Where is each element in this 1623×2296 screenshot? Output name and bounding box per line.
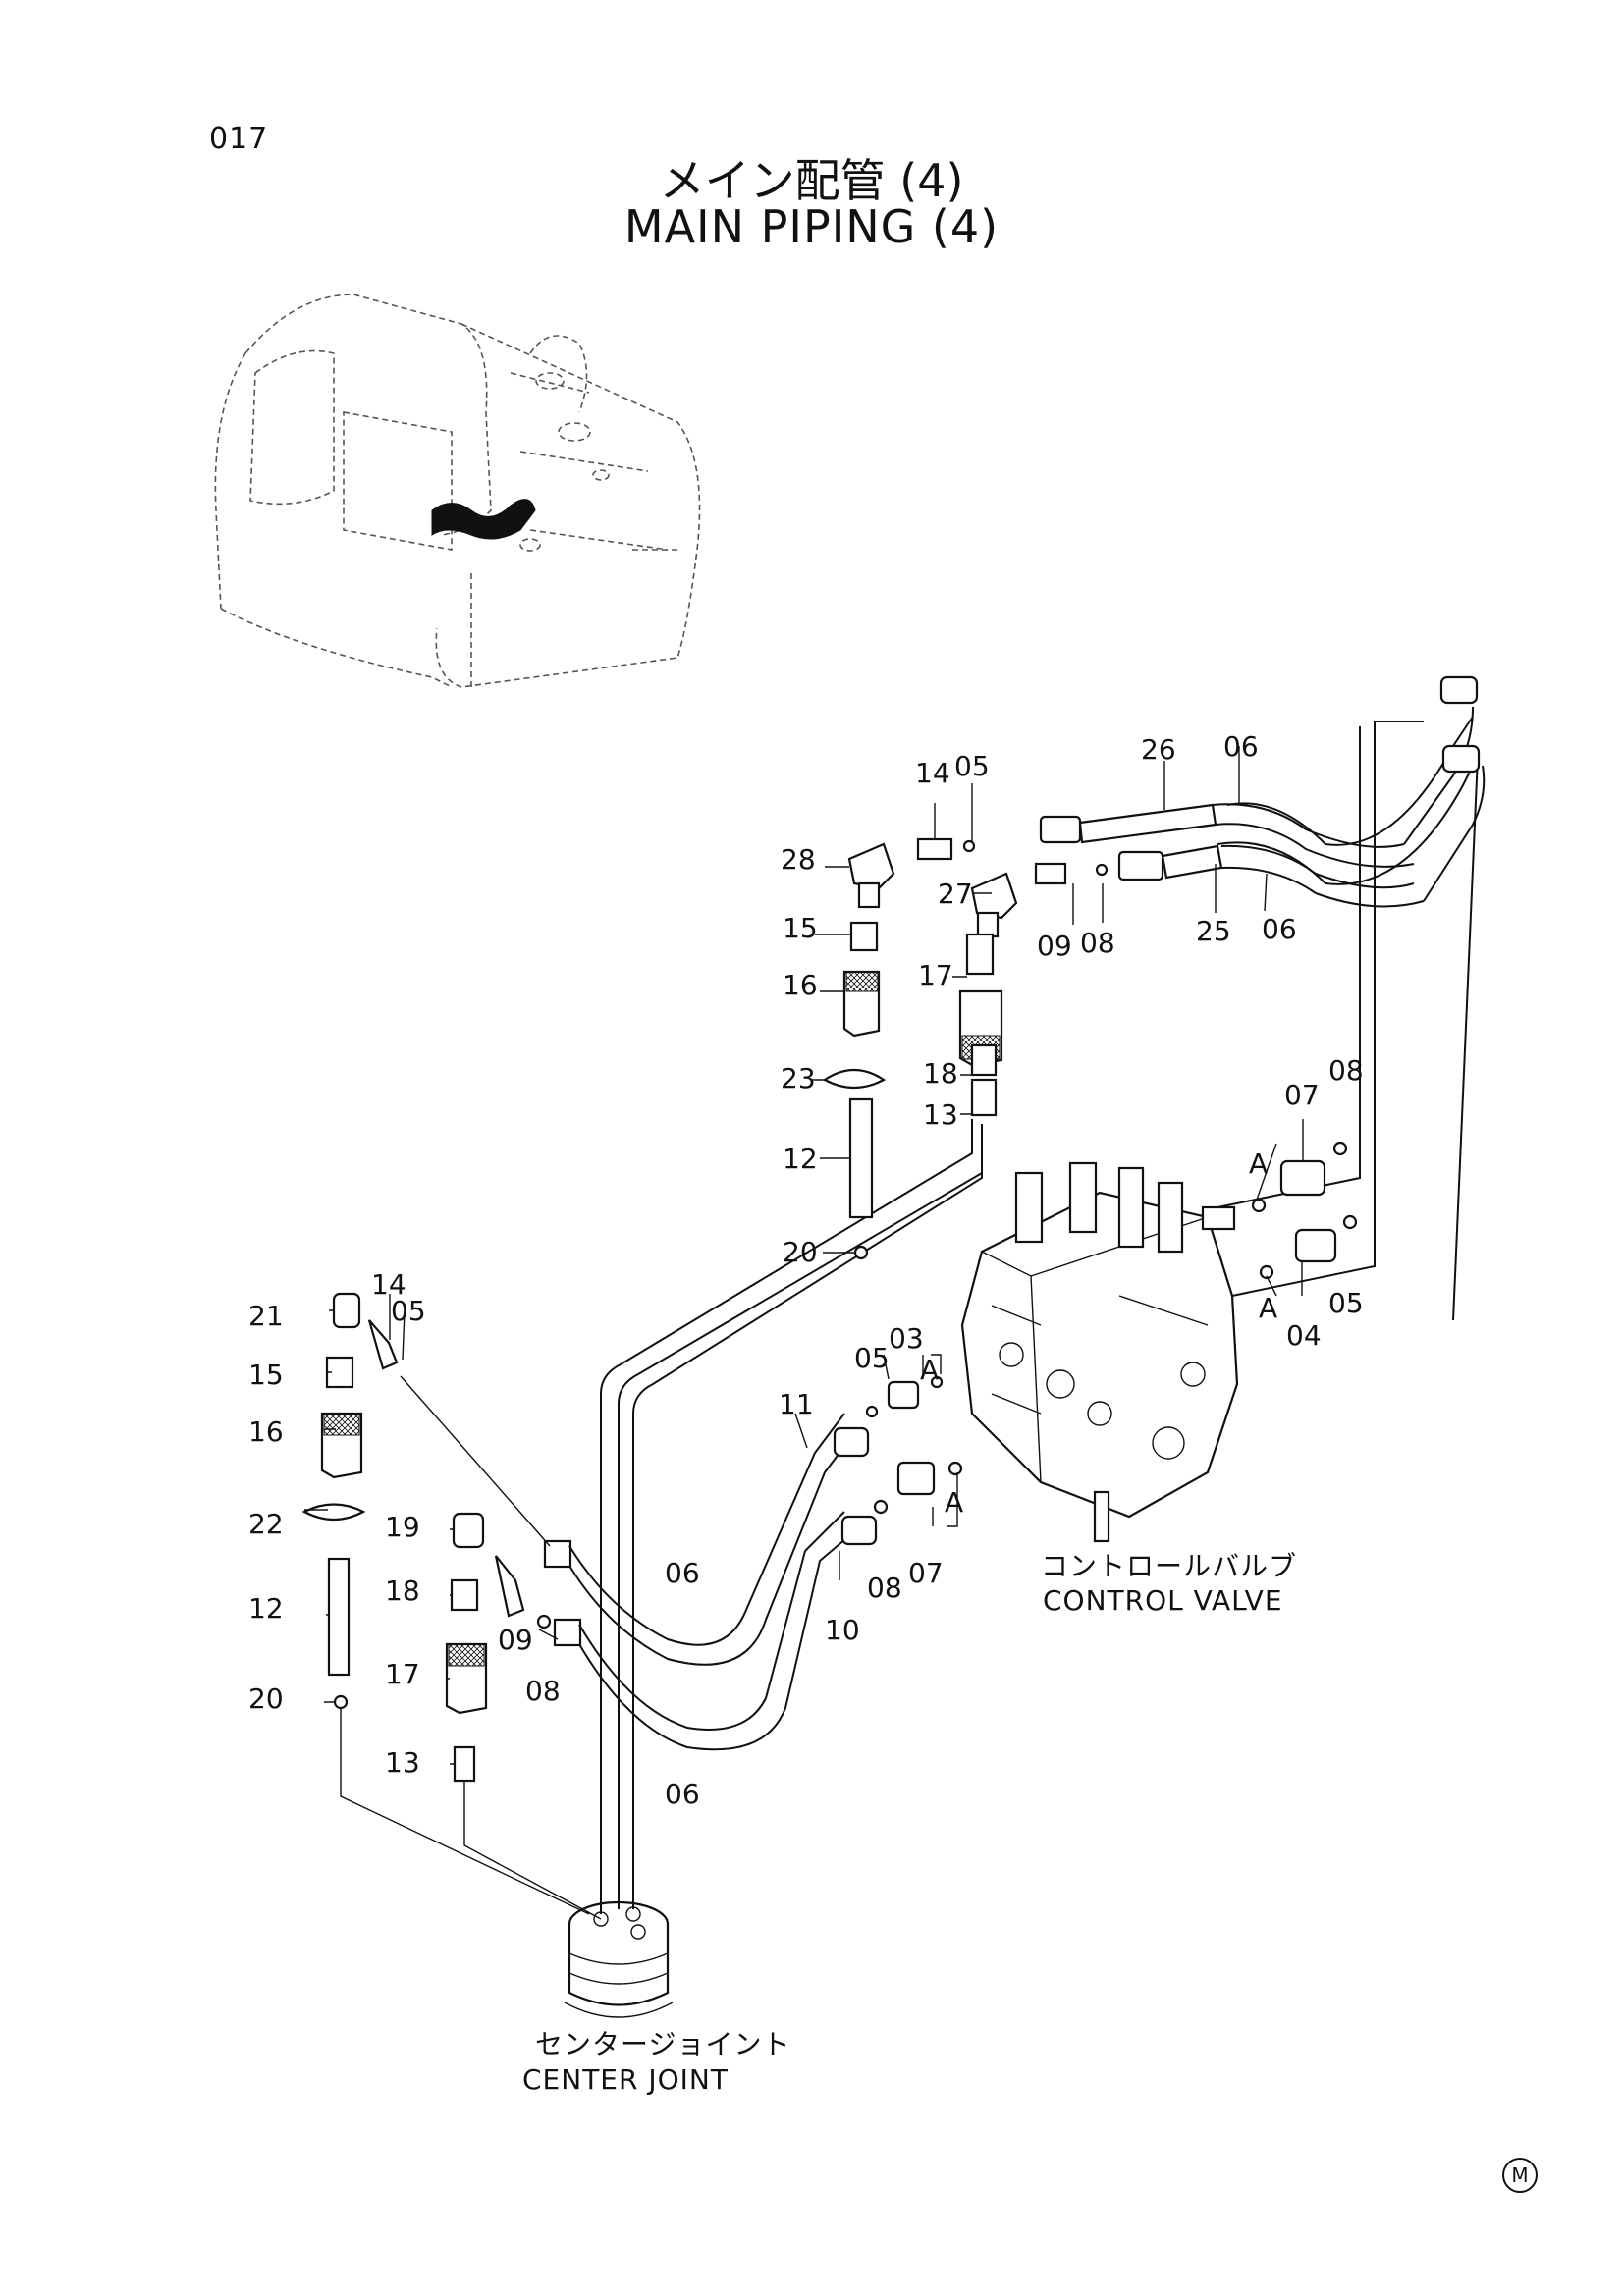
callout-13: 13: [923, 1098, 958, 1131]
fittings-upper-center: [822, 837, 1109, 1260]
hose-assemblies-25-26: [1039, 675, 1486, 908]
callout-A: A: [945, 1486, 963, 1519]
pipes: [600, 716, 1479, 1914]
callout-08: 08: [1080, 927, 1115, 959]
callout-12: 12: [248, 1592, 284, 1625]
callout-03: 03: [889, 1322, 924, 1355]
callout-12: 12: [783, 1143, 818, 1175]
callout-14: 14: [915, 757, 950, 789]
page-title-japanese: メイン配管 (4): [659, 154, 964, 207]
callout-20: 20: [783, 1236, 818, 1268]
callout-10: 10: [825, 1614, 860, 1646]
callout-18: 18: [923, 1057, 958, 1090]
leader-lines: [304, 746, 1304, 1920]
page-number: 017: [209, 122, 269, 156]
callout-labels: 14 05 26 06 28 27 09 08 25 06 15 16 17 2…: [248, 730, 1364, 1810]
callout-15: 15: [248, 1359, 284, 1391]
page-title-english: MAIN PIPING (4): [623, 200, 1000, 253]
callout-18: 18: [385, 1575, 420, 1607]
callout-09: 09: [498, 1624, 533, 1656]
callout-05: 05: [854, 1342, 890, 1374]
callout-20: 20: [248, 1682, 284, 1715]
fittings-left-column: [301, 1292, 552, 1783]
callout-06: 06: [1223, 730, 1259, 763]
callout-A: A: [920, 1354, 939, 1386]
callout-15: 15: [783, 912, 818, 944]
callout-A: A: [1249, 1148, 1268, 1180]
callout-08: 08: [525, 1675, 561, 1707]
callout-07: 07: [1284, 1079, 1320, 1111]
callout-27: 27: [938, 878, 973, 910]
callout-22: 22: [248, 1508, 284, 1540]
callout-05: 05: [954, 750, 990, 782]
callout-06: 06: [665, 1778, 700, 1810]
callout-28: 28: [781, 843, 816, 876]
control-valve-caption-en: CONTROL VALVE: [1043, 1584, 1283, 1617]
callout-25: 25: [1196, 915, 1231, 947]
excavator-overview-sketch: [214, 294, 701, 688]
callout-14: 14: [371, 1268, 406, 1301]
fittings-right-side: [865, 1141, 1358, 1515]
center-joint: [564, 1900, 674, 2018]
callout-13: 13: [385, 1746, 420, 1779]
corner-mark: M: [1502, 2158, 1538, 2193]
callout-06: 06: [665, 1557, 700, 1589]
callout-04: 04: [1286, 1319, 1322, 1352]
callout-08: 08: [867, 1572, 902, 1604]
callout-11: 11: [779, 1388, 814, 1420]
callout-26: 26: [1141, 733, 1176, 766]
callout-09: 09: [1037, 930, 1072, 962]
callout-07: 07: [908, 1557, 944, 1589]
callout-16: 16: [248, 1415, 284, 1448]
callout-23: 23: [781, 1062, 816, 1095]
callout-19: 19: [385, 1511, 420, 1543]
center-joint-caption-en: CENTER JOINT: [522, 2063, 729, 2096]
center-joint-caption-jp: センタージョイント: [535, 2028, 790, 2060]
hose-assemblies-10-11: [543, 1413, 878, 1751]
callout-05: 05: [1328, 1287, 1364, 1319]
callout-17: 17: [918, 959, 953, 991]
callout-06: 06: [1262, 913, 1297, 945]
callout-05: 05: [391, 1295, 426, 1327]
control-valve-caption-jp: コントロールバルブ: [1041, 1550, 1297, 1582]
callout-08: 08: [1328, 1054, 1364, 1087]
callout-A: A: [1259, 1292, 1277, 1324]
control-valve: [960, 1161, 1239, 1543]
callout-17: 17: [385, 1658, 420, 1690]
callout-21: 21: [248, 1300, 284, 1332]
callout-16: 16: [783, 969, 818, 1001]
